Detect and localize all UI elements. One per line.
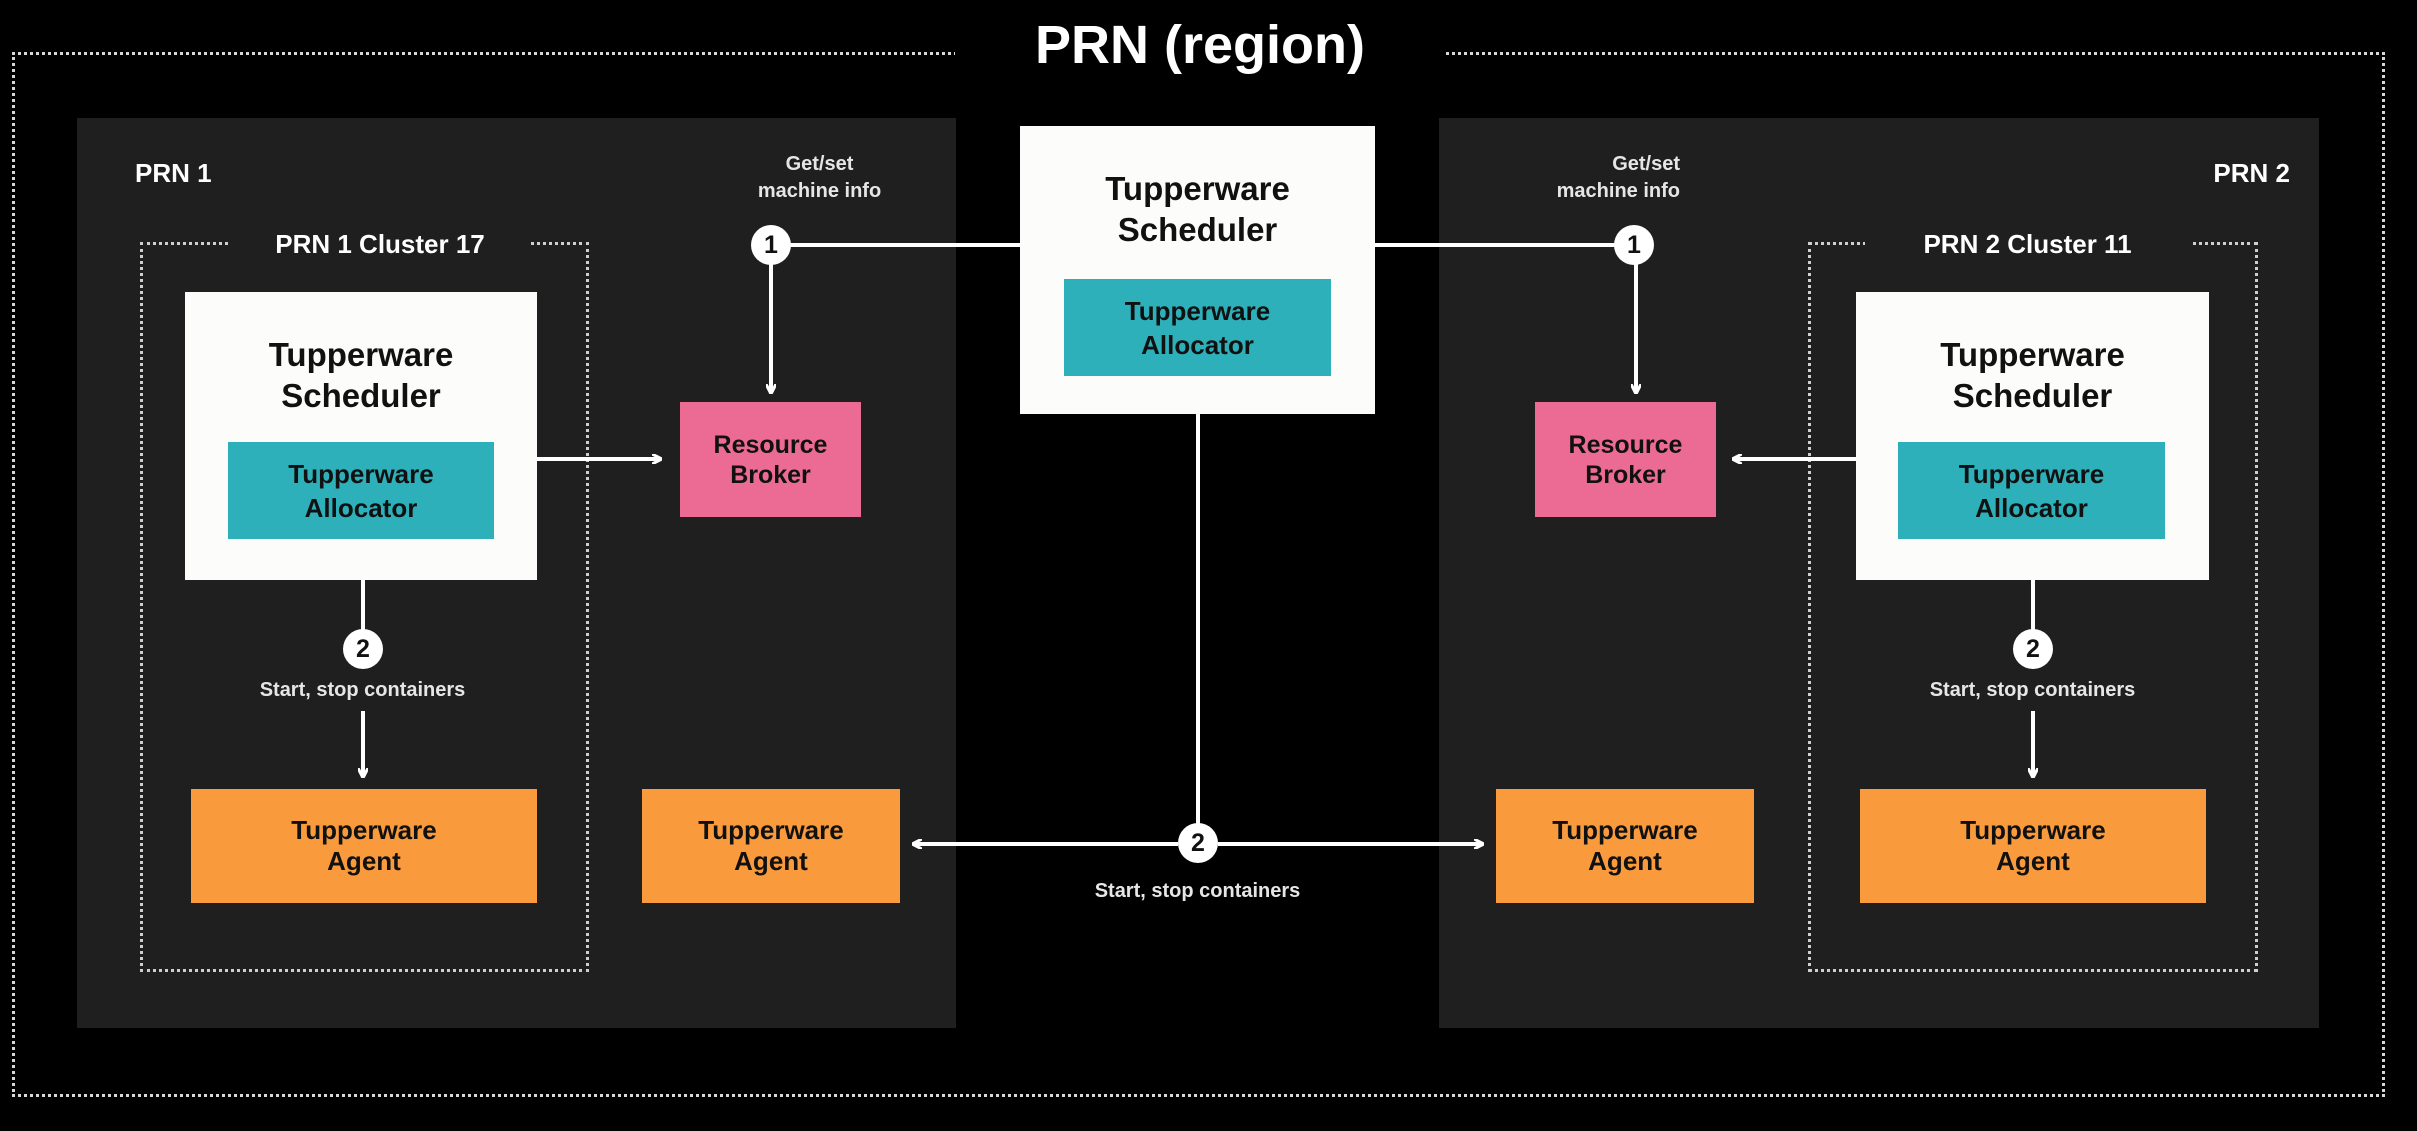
prn2-cluster-label: PRN 2 Cluster 11 bbox=[1865, 224, 2190, 264]
prn1-allocator: Tupperware Allocator bbox=[228, 442, 494, 539]
prn1-resource-broker: Resource Broker bbox=[680, 402, 861, 517]
prn1-badge-1: 1 bbox=[751, 225, 791, 265]
prn1-outer-agent: Tupperware Agent bbox=[642, 789, 900, 903]
global-scheduler-title: Tupperware Scheduler bbox=[1105, 170, 1290, 248]
prn1-cluster-agent: Tupperware Agent bbox=[191, 789, 537, 903]
prn2-get-set-note: Get/set machine info bbox=[1556, 153, 1680, 202]
prn1-cluster-label: PRN 1 Cluster 17 bbox=[230, 224, 530, 264]
prn1-start-stop-note: Start, stop containers bbox=[259, 679, 466, 701]
region-title: PRN (region) bbox=[955, 10, 1445, 80]
prn2-scheduler-title: Tupperware Scheduler bbox=[1940, 336, 2125, 414]
prn1-scheduler-title: Tupperware Scheduler bbox=[268, 336, 454, 414]
center-badge-2: 2 bbox=[1178, 823, 1218, 863]
center-start-stop-note: Start, stop containers bbox=[1094, 880, 1301, 902]
prn2-badge-1: 1 bbox=[1614, 225, 1654, 265]
prn2-badge-2: 2 bbox=[2013, 629, 2053, 669]
prn2-label: PRN 2 bbox=[2213, 158, 2290, 188]
prn2-resource-broker: Resource Broker bbox=[1535, 402, 1716, 517]
prn2-allocator: Tupperware Allocator bbox=[1898, 442, 2165, 539]
prn1-badge-2: 2 bbox=[343, 629, 383, 669]
prn2-cluster-agent: Tupperware Agent bbox=[1860, 789, 2206, 903]
prn2-outer-agent: Tupperware Agent bbox=[1496, 789, 1754, 903]
prn1-get-set-note: Get/set machine info bbox=[757, 153, 882, 202]
prn1-label: PRN 1 bbox=[135, 158, 212, 188]
global-allocator: Tupperware Allocator bbox=[1064, 279, 1331, 376]
prn2-start-stop-note: Start, stop containers bbox=[1929, 679, 2136, 701]
